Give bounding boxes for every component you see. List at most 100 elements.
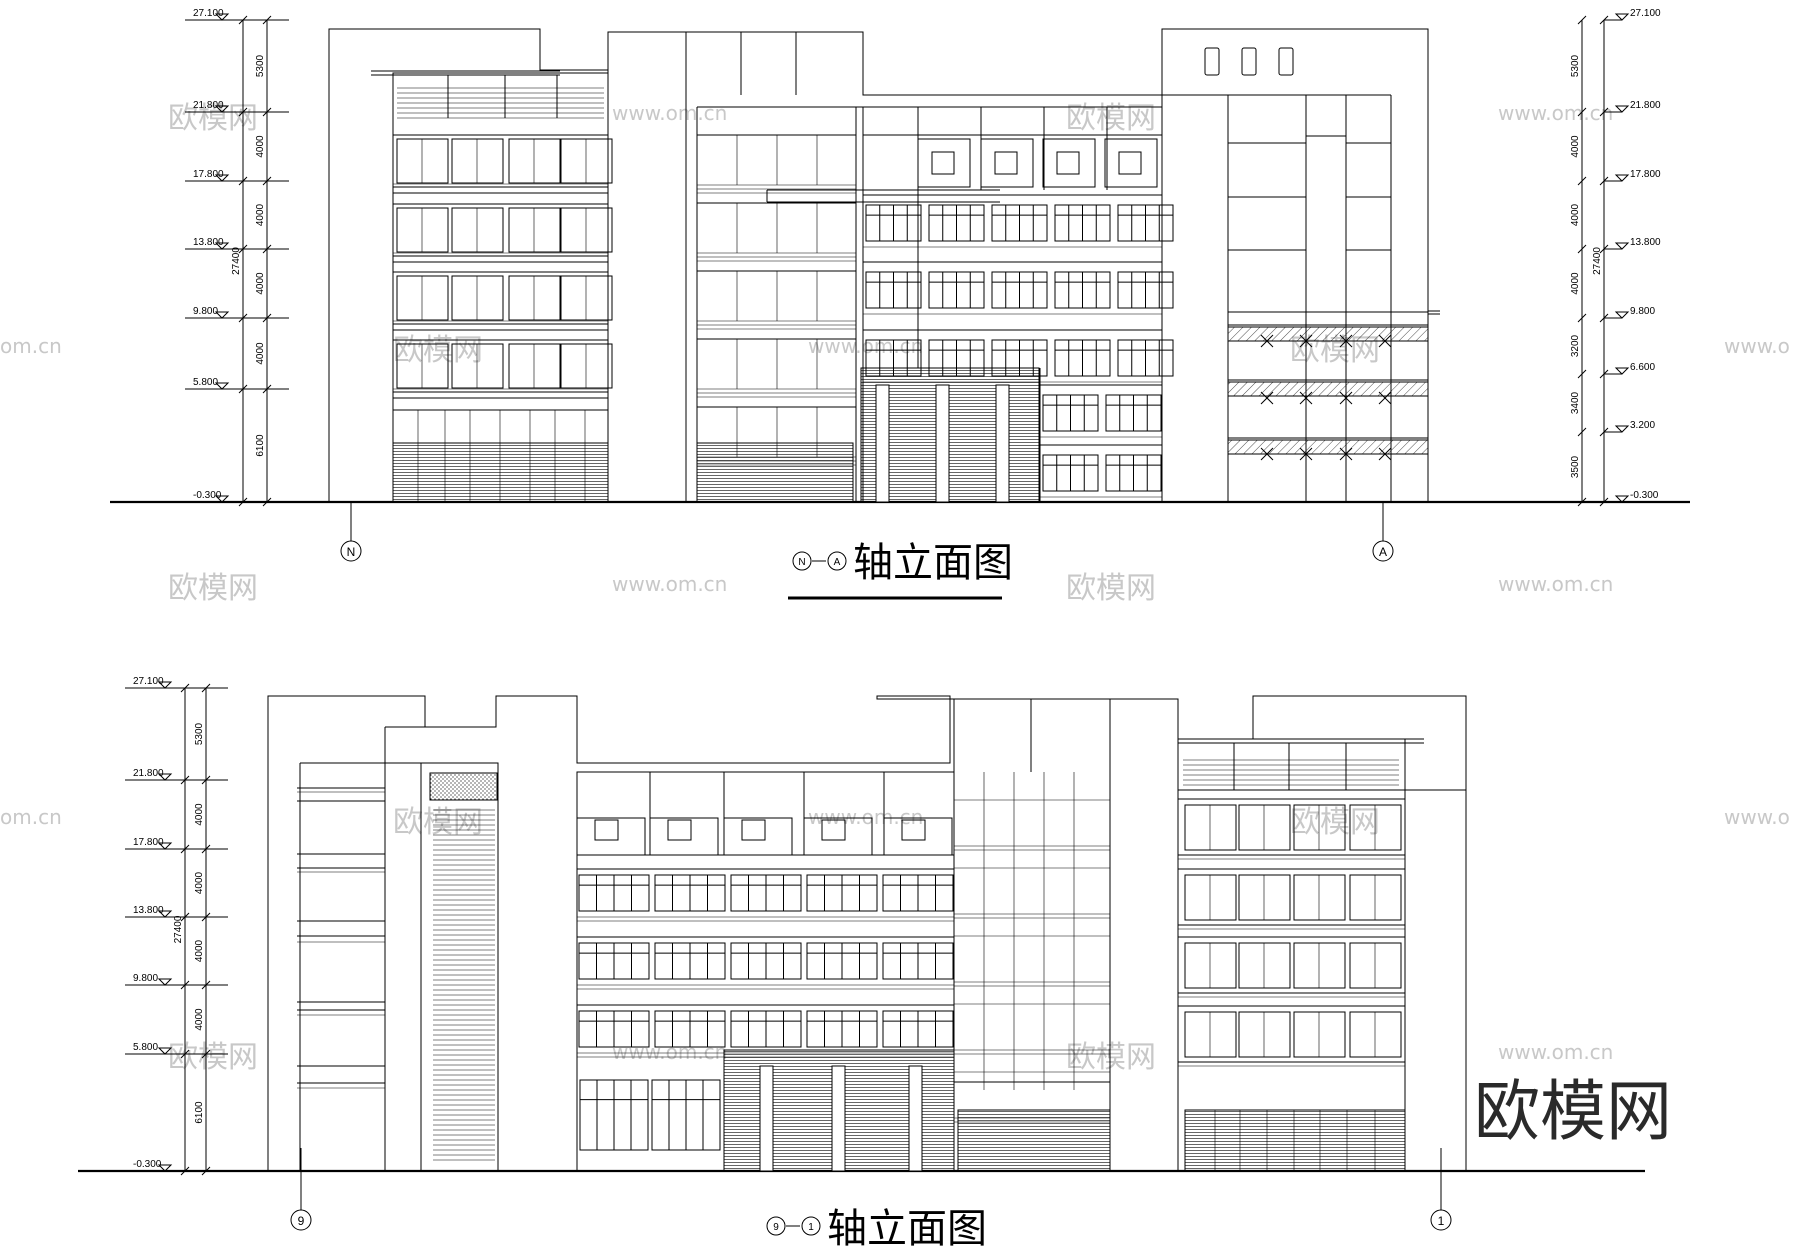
axis-label-9: 9 [298,1214,305,1228]
level-mark: 13.800 [193,237,224,248]
balcony-window [560,275,613,321]
balcony-window [1184,874,1237,921]
level-mark: 17.800 [133,837,164,848]
brand-watermark: 欧模网 [168,571,258,606]
office-window-frame [723,817,793,856]
balcony-window [1184,942,1237,989]
level-mark: 21.800 [193,100,224,111]
level-mark: 27.100 [1630,8,1661,19]
balcony-window [1293,1011,1346,1058]
brand-watermark-large: 欧模网 [1474,1073,1672,1150]
balcony-window [508,138,561,184]
level-mark: 21.800 [1630,100,1661,111]
brand-watermark: 欧模网 [393,805,483,840]
dimension-value: 4000 [255,272,266,295]
office-window [821,819,846,841]
balcony-window [451,138,504,184]
dimension-value: 3400 [1570,391,1581,414]
level-mark: -0.300 [133,1159,162,1170]
axis-label-n: N [347,545,356,559]
level-mark: 5.800 [193,377,218,388]
balcony-window [1293,874,1346,921]
balcony-window [451,207,504,253]
office-window-frame [649,817,719,856]
balcony-window [396,343,449,389]
office-window [594,819,619,841]
url-watermark: www.om.cn [808,805,923,829]
level-mark: -0.300 [1630,490,1659,501]
level-mark: 17.800 [1630,169,1661,180]
dimension-value: 4000 [1570,272,1581,295]
balcony-window [1238,874,1291,921]
brand-watermark: 欧模网 [1066,571,1156,606]
elevation-9-1 [78,695,1645,1231]
balcony-window [1293,942,1346,989]
dimension-value: 3200 [1570,334,1581,357]
dimension-value: 4000 [194,871,205,894]
office-window-frame [883,817,953,856]
balcony-window [1349,1011,1402,1058]
level-mark: -0.300 [193,490,222,501]
level-mark: 13.800 [133,905,164,916]
level-mark: 6.600 [1630,362,1655,373]
url-watermark: www.om.cn [612,101,727,125]
level-mark: 27.100 [133,676,164,687]
dimension-value: 4000 [194,1008,205,1031]
office-window-frame [1042,138,1096,188]
office-window [741,819,766,841]
level-mark: 27.100 [193,8,224,19]
balcony-window [560,343,613,389]
title-axis-9: 9 [773,1222,779,1233]
level-dimensions-right-n-a: 27.100 21.800 17.800 13.800 9.800 6.600 3.200 -… [1570,8,1661,507]
office-window [1118,151,1142,175]
url-watermark: www.om.cn [612,1040,727,1064]
balcony-window [1184,1011,1237,1058]
elevation-9-1-labels: 9 1 9 1 轴立面图 [298,1206,1445,1252]
elevation-title-9-1: 轴立面图 [827,1206,987,1252]
total-height-value: 27400 [173,915,184,943]
office-window-frame [917,138,971,188]
office-window-frame [803,817,873,856]
total-height-value: 27400 [1592,247,1603,275]
brand-watermark: 欧模网 [1290,805,1380,840]
level-mark: 13.800 [1630,237,1661,248]
dimension-value: 4000 [194,803,205,826]
dimension-value: 6100 [194,1101,205,1124]
level-mark: 9.800 [1630,306,1655,317]
balcony-window [508,207,561,253]
balcony-window [396,207,449,253]
dimension-value: 4000 [1570,203,1581,226]
url-watermark: www.om.cn [612,572,727,596]
balcony-window [1238,1011,1291,1058]
dimension-value: 3500 [1570,455,1581,478]
level-mark: 3.200 [1630,420,1655,431]
balcony-window [396,275,449,321]
axis-label-a: A [1379,545,1387,559]
dimension-value: 4000 [194,939,205,962]
elevation-n-a-labels: N A N A 轴立面图 [347,540,1387,600]
level-mark: 9.800 [193,306,218,317]
dimension-value: 4000 [255,135,266,158]
level-mark: 9.800 [133,973,158,984]
balcony-window [451,275,504,321]
balcony-window [1184,804,1237,851]
office-window [931,151,955,175]
office-window [667,819,692,841]
balcony-window [1349,804,1402,851]
balcony-window [1238,942,1291,989]
dimension-value: 4000 [255,342,266,365]
brand-watermark: 欧模网 [1066,1040,1156,1075]
balcony-window [1349,874,1402,921]
dimension-value: 4000 [255,203,266,226]
level-dimensions-left-9-1: 27.10021.80017.80013.8009.8005.800-0.300… [125,676,228,1176]
office-window [994,151,1018,175]
balcony-window [508,275,561,321]
axis-marker-9 [290,1209,312,1231]
dimension-value: 5300 [255,54,266,77]
title-axis-1: 1 [808,1222,814,1233]
balcony-window [560,138,613,184]
balcony-window [508,343,561,389]
office-window-frame [980,138,1034,188]
total-height-value: 27400 [231,247,242,275]
